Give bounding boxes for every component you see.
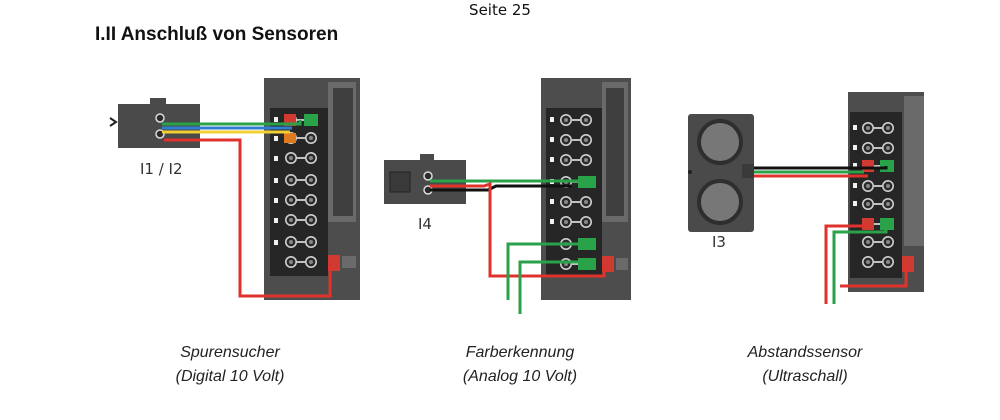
- port-label-i4: I4: [418, 215, 432, 233]
- diagram-abstandssensor: I3: [688, 92, 924, 304]
- port-label-i1-i2: I1 / I2: [140, 160, 183, 178]
- caption-title: Farberkennung: [465, 344, 575, 361]
- port-label-i3: I3: [712, 233, 726, 251]
- diagram-farberkennung: I4: [384, 78, 631, 314]
- caption-farberkennung: Farberkennung (Analog 10 Volt): [410, 341, 630, 389]
- diagram-spurensucher: I1 / I2: [109, 78, 360, 300]
- caption-subtitle: (Analog 10 Volt): [462, 368, 578, 385]
- connector-block: [850, 112, 902, 278]
- caption-abstandssensor: Abstandssensor (Ultraschall): [695, 341, 915, 389]
- caption-subtitle: (Ultraschall): [762, 368, 848, 385]
- caption-title: Abstandssensor: [747, 344, 863, 361]
- section-title: I.II Anschluß von Sensoren: [95, 24, 339, 45]
- caption-spurensucher: Spurensucher (Digital 10 Volt): [120, 341, 340, 389]
- caption-subtitle: (Digital 10 Volt): [175, 368, 285, 385]
- page-number: Seite 25: [469, 1, 531, 19]
- connector-block: [546, 108, 602, 276]
- connector-block: [270, 108, 328, 276]
- caption-title: Spurensucher: [180, 344, 280, 361]
